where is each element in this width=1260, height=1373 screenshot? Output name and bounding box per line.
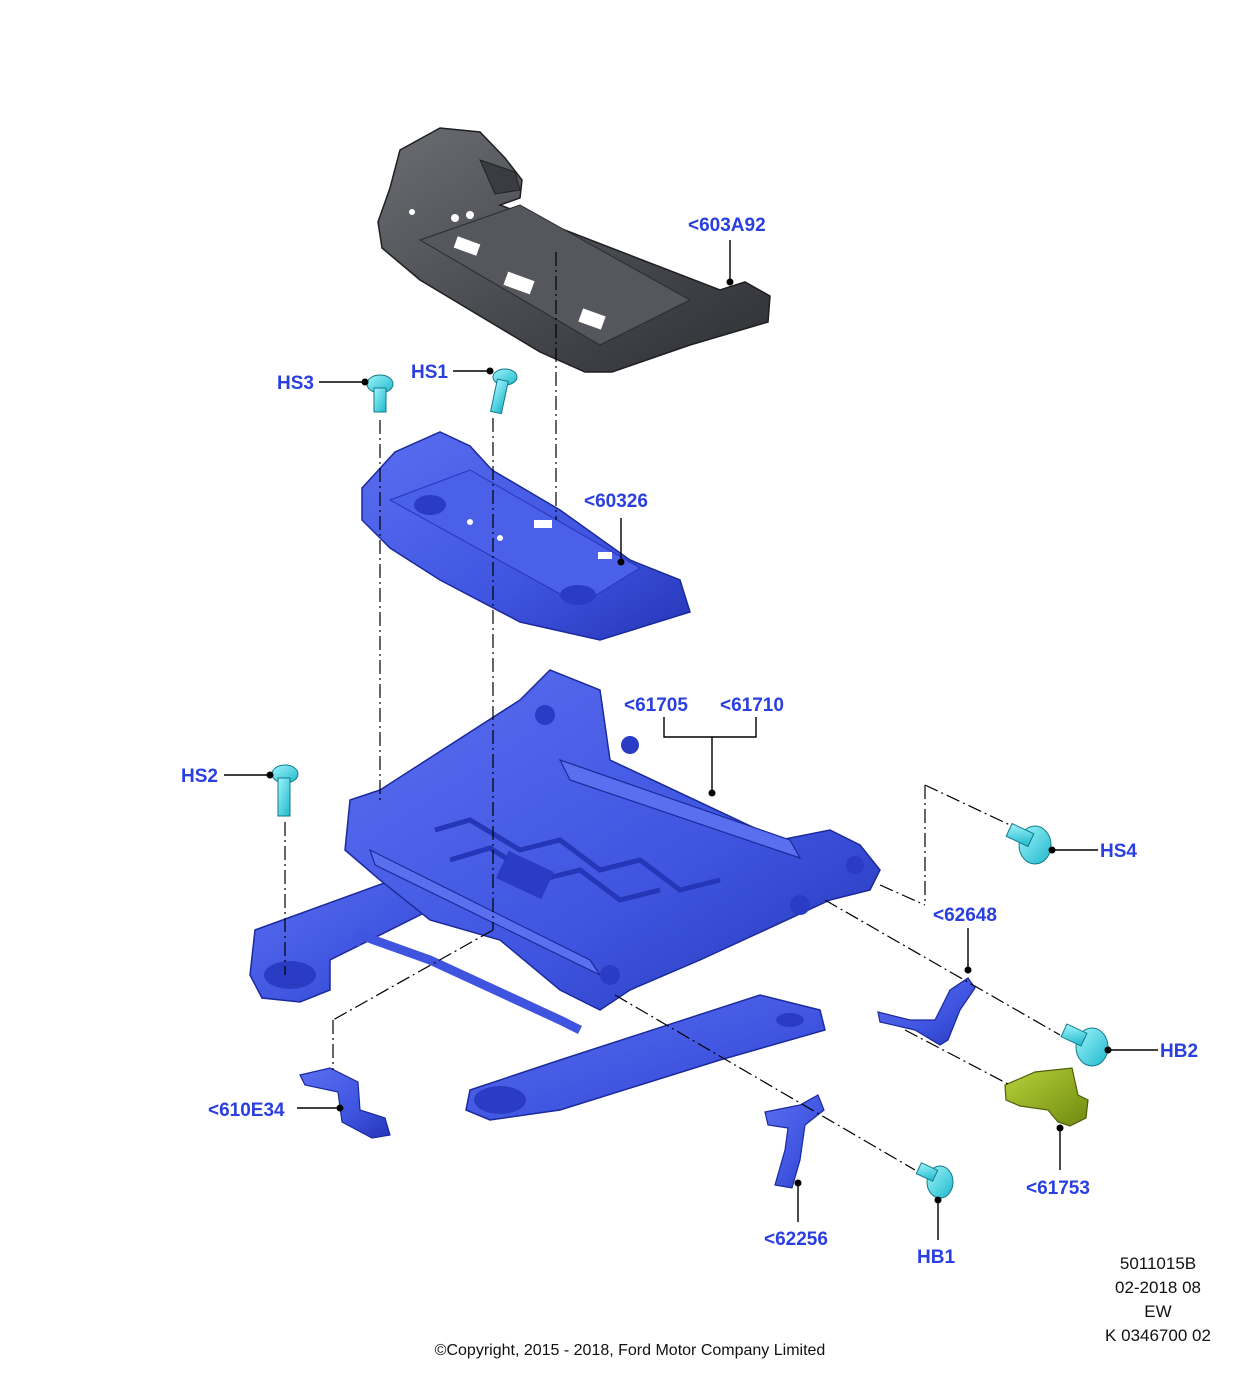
callout-61753[interactable]: <61753 [1026,1178,1090,1199]
bracket-62256-part [764,1094,825,1189]
drawing-id: K 0346700 02 [1105,1326,1211,1345]
bolt-HS2 [271,764,299,817]
callout-HB1[interactable]: HB1 [917,1247,955,1268]
callout-61705[interactable]: <61705 [624,695,688,716]
callout-HS2[interactable]: HS2 [181,766,218,787]
callout-labels: <603A92 <60326 <61705 <61710 HS3 HS1 HS2… [181,215,1198,1268]
drawing-code: EW [1144,1302,1172,1321]
bolt-HS4 [1005,822,1052,865]
callout-60326[interactable]: <60326 [584,491,648,512]
callout-62648[interactable]: <62648 [933,905,997,926]
leader-lines [224,240,1158,1240]
drawing-reference-block: 5011015B 02-2018 08 EW K 0346700 02 [1078,1252,1238,1348]
callout-610E34[interactable]: <610E34 [208,1100,285,1121]
seat-pan-part [377,127,771,373]
callout-61710[interactable]: <61710 [720,695,784,716]
bracket-610E34-part [299,1067,391,1139]
copyright-notice: ©Copyright, 2015 - 2018, Ford Motor Comp… [434,1342,826,1359]
bolt-HS3 [366,374,394,413]
seat-frame-part [249,669,881,1121]
callout-HS3[interactable]: HS3 [277,373,314,394]
cover-61753-part [1004,1067,1089,1127]
callout-HS1[interactable]: HS1 [411,362,448,383]
drawing-date: 02-2018 08 [1114,1278,1202,1297]
assembly-lines [284,252,1061,1171]
bolt-HB1 [915,1162,954,1199]
callout-HB2[interactable]: HB2 [1160,1041,1198,1062]
callout-HS4[interactable]: HS4 [1100,841,1137,862]
seat-pan-plate-part [361,431,691,641]
drawing-number: 5011015B [1119,1254,1197,1273]
bracket-62648-part [877,977,976,1046]
callout-62256[interactable]: <62256 [764,1229,828,1250]
bolt-HS1 [490,368,518,415]
callout-603A92[interactable]: <603A92 [688,215,766,236]
bolt-HB2 [1060,1023,1109,1067]
